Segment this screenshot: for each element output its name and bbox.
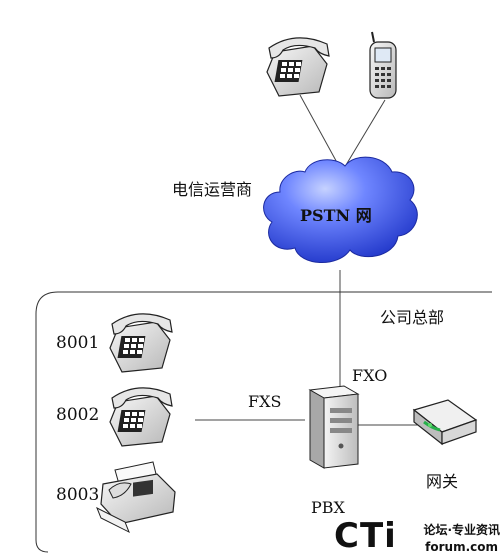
pstn-desk-phone-icon bbox=[266, 37, 330, 97]
fxs-port-label: FXS bbox=[248, 392, 282, 411]
gateway-label: 网关 bbox=[426, 472, 459, 491]
extension-number: 8003 bbox=[56, 485, 100, 505]
extension-8002-phone-icon bbox=[109, 387, 173, 447]
watermark-tagline: 论坛·专业资讯 bbox=[423, 523, 500, 537]
fxo-port-label: FXO bbox=[352, 366, 388, 385]
extension-8001-phone-icon bbox=[109, 313, 173, 373]
extension-number: 8002 bbox=[56, 405, 100, 425]
phone-to-cloud-line bbox=[299, 94, 341, 169]
extension-number: 8001 bbox=[56, 333, 100, 353]
watermark: CTi 论坛·专业资讯 forum.com bbox=[334, 514, 500, 556]
watermark-domain: forum.com bbox=[425, 540, 498, 554]
headquarters-title: 公司总部 bbox=[380, 308, 445, 327]
gateway-router-icon bbox=[412, 399, 478, 446]
pbx-server-icon bbox=[308, 385, 360, 469]
extension-8003-fax-icon bbox=[96, 461, 176, 534]
pstn-cloud-label: PSTN 网 bbox=[300, 206, 372, 225]
watermark-logo: CTi bbox=[334, 516, 397, 556]
pstn-cloud bbox=[263, 156, 418, 263]
pbx-label: PBX bbox=[311, 498, 345, 517]
connection-lines bbox=[195, 94, 420, 426]
headquarters-boundary bbox=[35, 291, 492, 553]
mobile-to-cloud-line bbox=[342, 99, 386, 171]
operator-label: 电信运营商 bbox=[172, 180, 253, 199]
mobile-phone-icon bbox=[369, 31, 397, 99]
